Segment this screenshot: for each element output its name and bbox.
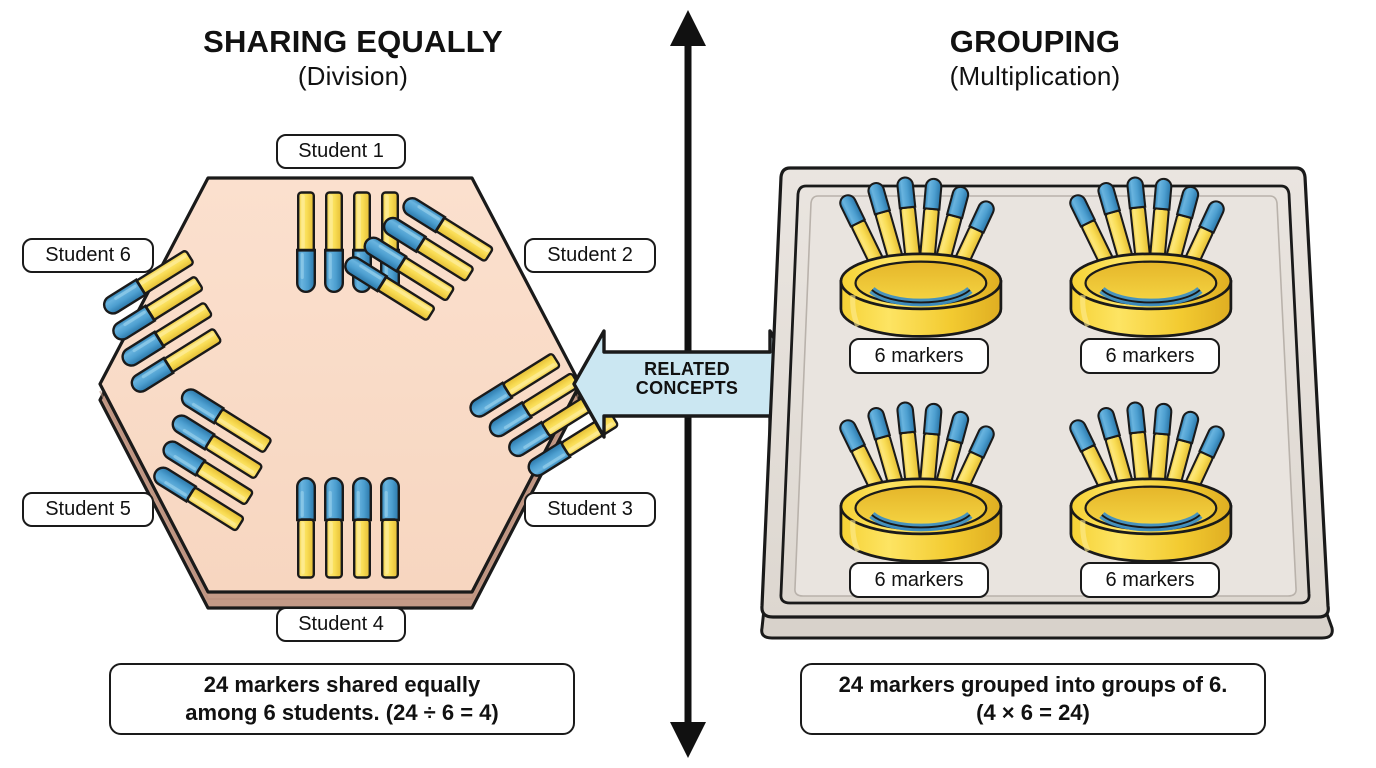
right-caption-line-2: (4 × 6 = 24) xyxy=(976,700,1090,725)
left-caption-line-1: 24 markers shared equally xyxy=(203,672,481,698)
student-label-6[interactable]: Student 6 xyxy=(22,238,154,273)
badge-line-2: CONCEPTS xyxy=(635,378,739,399)
marker-group-student-4 xyxy=(296,477,400,579)
student-label-6-text: Student 6 xyxy=(45,244,131,266)
student-label-4-text: Student 4 xyxy=(298,613,384,635)
cup-label-4-text: 6 markers xyxy=(1105,568,1195,591)
left-title-main: SHARING EQUALLY xyxy=(203,24,503,59)
cup-label-3-text: 6 markers xyxy=(874,568,964,591)
student-label-1-text: Student 1 xyxy=(298,140,384,162)
cup-1 xyxy=(838,177,1001,337)
cup-label-2[interactable]: 6 markers xyxy=(1080,338,1220,374)
marker-group-student-2 xyxy=(340,193,495,323)
cup-label-1[interactable]: 6 markers xyxy=(849,338,989,374)
student-label-4[interactable]: Student 4 xyxy=(276,607,406,642)
cup-label-1-text: 6 markers xyxy=(874,344,964,367)
left-caption-line-2: among 6 students. (24 ÷ 6 = 4) xyxy=(185,700,499,725)
cup-label-4[interactable]: 6 markers xyxy=(1080,562,1220,598)
right-scene-tray xyxy=(760,166,1334,640)
hexagon-table xyxy=(98,176,582,610)
student-label-2-text: Student 2 xyxy=(547,244,633,266)
right-title-sub: (Multiplication) xyxy=(949,60,1121,91)
vertical-divider-arrow-icon xyxy=(670,10,706,758)
student-label-5[interactable]: Student 5 xyxy=(22,492,154,527)
right-panel-title: GROUPING (Multiplication) xyxy=(800,24,1270,94)
cup-4 xyxy=(1068,402,1231,562)
marker-group-student-1 xyxy=(296,191,400,293)
left-title-sub: (Division) xyxy=(297,60,409,91)
cup-3 xyxy=(838,402,1001,562)
student-label-3[interactable]: Student 3 xyxy=(524,492,656,527)
related-concepts-badge-icon xyxy=(572,329,802,439)
right-title-main: GROUPING xyxy=(949,24,1121,59)
cup-label-3[interactable]: 6 markers xyxy=(849,562,989,598)
right-caption-line-1: 24 markers grouped into groups of 6. xyxy=(838,672,1228,698)
student-label-3-text: Student 3 xyxy=(547,498,633,520)
badge-line-1: RELATED xyxy=(644,359,730,379)
marker-group-student-5 xyxy=(149,384,274,534)
student-label-2[interactable]: Student 2 xyxy=(524,238,656,273)
marker-group-student-3 xyxy=(465,351,621,481)
student-label-1[interactable]: Student 1 xyxy=(276,134,406,169)
student-label-5-text: Student 5 xyxy=(45,498,131,520)
cup-2 xyxy=(1068,177,1231,337)
cup-label-2-text: 6 markers xyxy=(1105,344,1195,367)
left-panel-title: SHARING EQUALLY (Division) xyxy=(118,24,588,94)
related-concepts-label: RELATED CONCEPTS xyxy=(594,359,780,399)
left-caption: 24 markers shared equally among 6 studen… xyxy=(109,663,575,735)
right-caption: 24 markers grouped into groups of 6. (4 … xyxy=(800,663,1266,735)
